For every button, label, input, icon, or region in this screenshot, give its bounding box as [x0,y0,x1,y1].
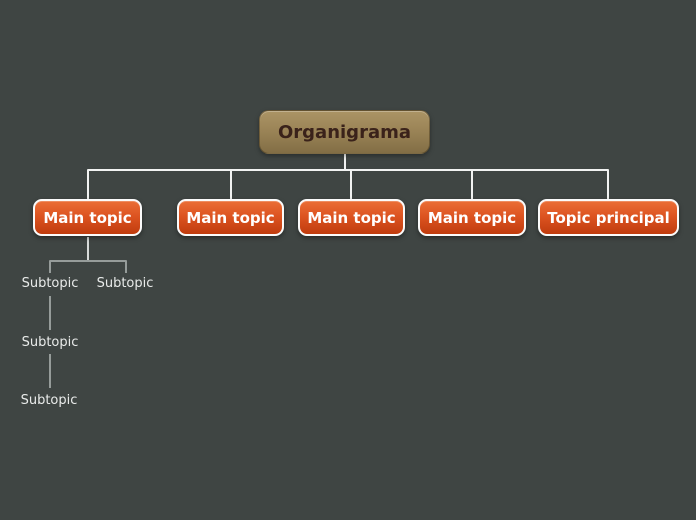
root-topic-node[interactable]: Organigrama [259,110,430,154]
main-topic-node-2[interactable]: Main topic [177,199,284,236]
main-topic-label: Main topic [307,208,396,227]
main-topic-label: Main topic [427,208,517,227]
subtopic-node-4[interactable]: Subtopic [20,393,78,408]
main-topic-node-4[interactable]: Main topic [418,199,526,236]
connector-children-rail [87,169,609,199]
main-topic-label: Main topic [43,208,132,227]
root-topic-label: Organigrama [277,121,411,143]
main-topic-node-3[interactable]: Main topic [298,199,405,236]
subtopic-node-2[interactable]: Subtopic [96,276,154,291]
topic-principal-label: Topic principal [547,208,670,227]
subtopic-node-3[interactable]: Subtopic [21,335,79,350]
topic-principal-node[interactable]: Topic principal [538,199,679,236]
main-topic-label: Main topic [186,208,275,227]
subtopic-node-1[interactable]: Subtopic [21,276,79,291]
connector-subtopic-rail [49,260,127,273]
main-topic-node-1[interactable]: Main topic [33,199,142,236]
